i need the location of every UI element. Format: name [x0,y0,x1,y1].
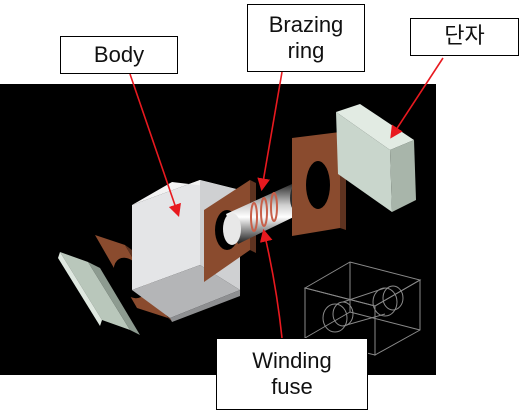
body-label: Body [60,36,178,74]
right-copper-plate [292,132,346,236]
right-terminal-plate [336,104,416,212]
winding-fuse-label-line2: fuse [271,374,313,399]
arrow-brazing-ring [257,71,283,192]
winding-fuse-label: Winding fuse [216,338,368,410]
brazing-ring-label-line1: Brazing [268,12,344,37]
brazing-ring-label-line2: ring [287,38,325,63]
arrow-winding-fuse [259,228,283,339]
callout-arrows [129,57,444,339]
terminal-label: 단자 [410,18,519,56]
arrow-terminal [390,57,444,139]
body-label-text: Body [93,42,145,67]
arrow-body [129,73,181,218]
terminal-label-text: 단자 [444,24,485,49]
left-terminal-plate [58,252,140,335]
brazing-ring-label: Brazing ring [247,4,365,72]
winding-fuse-label-line1: Winding [252,348,332,373]
wireframe-assembly-icon [303,261,422,356]
